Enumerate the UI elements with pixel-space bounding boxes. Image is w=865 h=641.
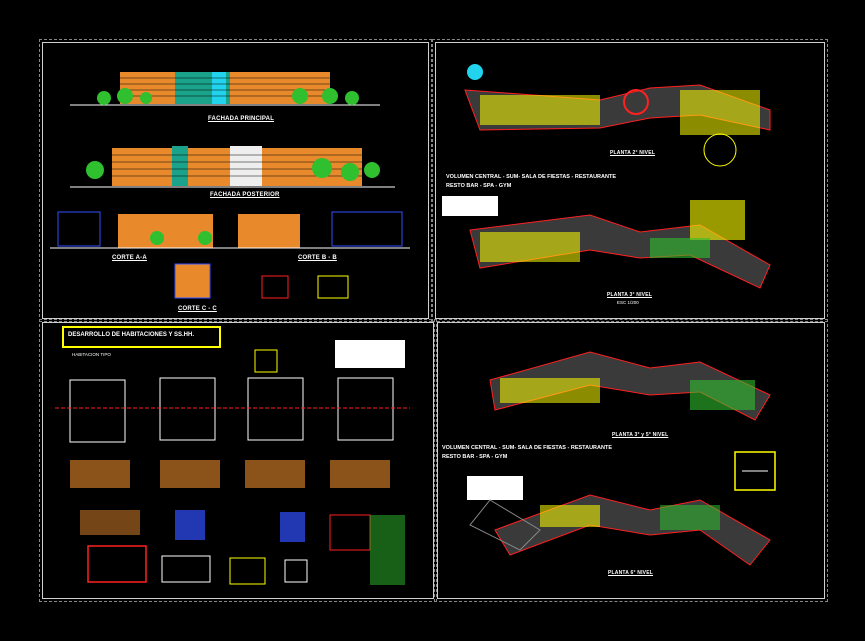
floor-2-note-line1: VOLUMEN CENTRAL - SUM- SALA DE FIESTAS -… bbox=[446, 174, 616, 180]
floor-6-label: PLANTA 6° NIVEL bbox=[608, 570, 654, 576]
floor-4-label: PLANTA 3° y 5° NIVEL bbox=[612, 432, 669, 438]
section-b-label: CORTE B - B bbox=[298, 255, 337, 261]
floor-3-plan bbox=[442, 196, 771, 289]
facade-main-label: FACHADA PRINCIPAL bbox=[208, 116, 275, 122]
details-title-box: DESARROLLO DE HABITACIONES Y SS.HH. bbox=[62, 326, 221, 348]
room-type-label: HABITACION TIPO bbox=[72, 352, 111, 357]
facade-rear-drawing bbox=[70, 146, 395, 188]
panel-elevations bbox=[39, 39, 432, 322]
floor-4-note-line1: VOLUMEN CENTRAL - SUM- SALA DE FIESTAS -… bbox=[442, 445, 612, 451]
floor-6-plan bbox=[469, 494, 771, 566]
sections-drawing bbox=[50, 211, 410, 299]
floor-4-note-line2: RESTO BAR - SPA - GYM bbox=[442, 454, 508, 460]
details-title: DESARROLLO DE HABITACIONES Y SS.HH. bbox=[68, 332, 195, 338]
facade-rear-label: FACHADA POSTERIOR bbox=[210, 192, 280, 198]
panel-floor-2 bbox=[432, 39, 828, 322]
floor-2-label: PLANTA 2° NIVEL bbox=[610, 150, 656, 156]
room-details-drawing bbox=[55, 340, 410, 585]
floor-3-scale: ESC 1/200 bbox=[617, 300, 639, 305]
floor-2-plan bbox=[464, 64, 771, 167]
floor-2-note-line2: RESTO BAR - SPA - GYM bbox=[446, 183, 512, 189]
section-a-label: CORTE A-A bbox=[112, 255, 147, 261]
panel-room-details bbox=[39, 319, 437, 602]
floor-4-plan bbox=[467, 351, 776, 500]
facade-main-drawing bbox=[70, 72, 380, 106]
panel-floor-4 bbox=[434, 319, 828, 602]
section-c-label: CORTE C - C bbox=[178, 306, 217, 312]
floor-3-label: PLANTA 3° NIVEL bbox=[607, 292, 653, 298]
